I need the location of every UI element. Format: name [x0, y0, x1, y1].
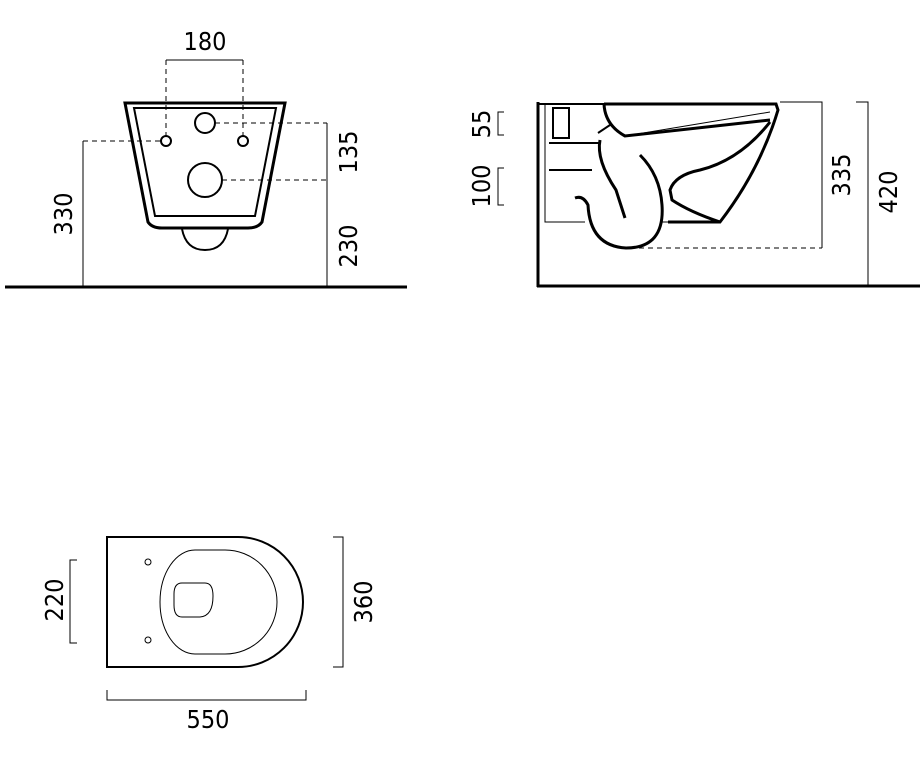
front-bowl-outline	[123, 101, 287, 230]
front-dim-135-label: 135	[334, 131, 363, 174]
top-dim-220-label: 220	[40, 579, 69, 622]
side-dim-335-label: 335	[827, 154, 856, 197]
side-trap	[597, 139, 627, 219]
side-bowl-body	[668, 121, 772, 224]
front-bolt-hole-left	[160, 135, 172, 147]
side-bowl-inner	[602, 103, 771, 138]
top-dim-360-label: 360	[349, 581, 378, 624]
side-view: 55 100 335 420	[467, 101, 920, 288]
top-seat-opening	[159, 549, 278, 655]
side-rim	[604, 102, 780, 224]
top-inner-bowl	[173, 582, 214, 618]
front-trap-lobe	[181, 228, 229, 252]
front-dim-230-label: 230	[334, 225, 363, 268]
top-bolt-hole-lower	[144, 636, 152, 644]
side-dim-100-label: 100	[467, 165, 496, 208]
front-view: 180 330 135 230	[5, 27, 407, 289]
top-view: 220 360 550	[40, 536, 378, 734]
top-outline	[106, 536, 304, 668]
front-bowl-inner	[132, 107, 278, 217]
front-bolt-hole-right	[237, 135, 249, 147]
front-dim-330-label: 330	[49, 193, 78, 236]
top-dim-550-label: 550	[187, 705, 230, 734]
top-bolt-hole-upper	[144, 558, 152, 566]
front-waste-outlet	[187, 162, 223, 198]
front-dim-180-label: 180	[184, 27, 227, 56]
side-dim-420-label: 420	[874, 171, 903, 214]
side-dim-55-label: 55	[467, 110, 496, 139]
front-water-inlet	[194, 112, 216, 134]
